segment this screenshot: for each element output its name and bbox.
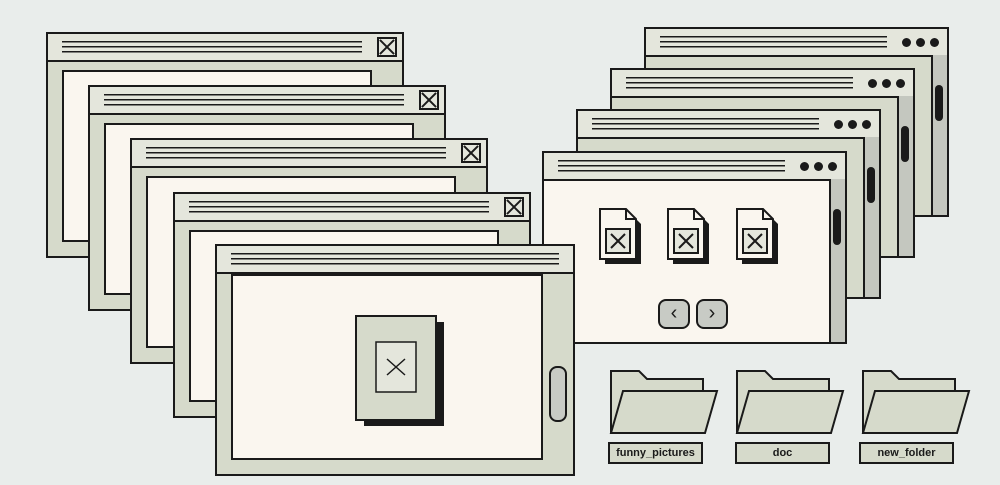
titlebar[interactable] xyxy=(48,34,402,62)
image-file-icon[interactable] xyxy=(735,207,779,265)
titlebar[interactable] xyxy=(175,194,529,222)
scroll-thumb[interactable] xyxy=(935,85,943,121)
close-icon[interactable] xyxy=(419,90,439,110)
image-placeholder-icon xyxy=(355,315,444,426)
image-file-icon[interactable] xyxy=(598,207,642,265)
titlebar[interactable] xyxy=(612,70,913,98)
scroll-thumb[interactable] xyxy=(833,209,841,245)
titlebar[interactable] xyxy=(217,246,573,274)
folder-icon[interactable] xyxy=(861,365,971,435)
close-icon[interactable] xyxy=(461,143,481,163)
scroll-thumb[interactable] xyxy=(549,366,567,422)
scrollbar[interactable] xyxy=(545,274,571,474)
scrollbar[interactable] xyxy=(863,137,879,297)
scrollbar[interactable] xyxy=(829,179,845,342)
close-icon[interactable] xyxy=(504,197,524,217)
titlebar[interactable] xyxy=(544,153,845,181)
folder-label[interactable]: doc xyxy=(735,442,830,464)
folder-label[interactable]: new_folder xyxy=(859,442,954,464)
image-viewer-window[interactable]: ‹ › xyxy=(542,151,847,344)
close-icon[interactable] xyxy=(377,37,397,57)
window-controls[interactable] xyxy=(800,162,837,171)
image-file-icon[interactable] xyxy=(666,207,710,265)
cascade-window-front[interactable] xyxy=(215,244,575,476)
window-controls[interactable] xyxy=(868,79,905,88)
titlebar[interactable] xyxy=(578,111,879,139)
window-content xyxy=(231,274,543,460)
previous-button[interactable]: ‹ xyxy=(658,299,690,329)
folder-icon[interactable] xyxy=(609,365,719,435)
next-button[interactable]: › xyxy=(696,299,728,329)
window-controls[interactable] xyxy=(834,120,871,129)
titlebar[interactable] xyxy=(132,140,486,168)
scroll-thumb[interactable] xyxy=(867,167,875,203)
scrollbar[interactable] xyxy=(897,96,913,256)
scrollbar[interactable] xyxy=(931,55,947,215)
titlebar[interactable] xyxy=(90,87,444,115)
folder-icon[interactable] xyxy=(735,365,845,435)
scroll-thumb[interactable] xyxy=(901,126,909,162)
folder-label[interactable]: funny_pictures xyxy=(608,442,703,464)
window-controls[interactable] xyxy=(902,38,939,47)
titlebar[interactable] xyxy=(646,29,947,57)
